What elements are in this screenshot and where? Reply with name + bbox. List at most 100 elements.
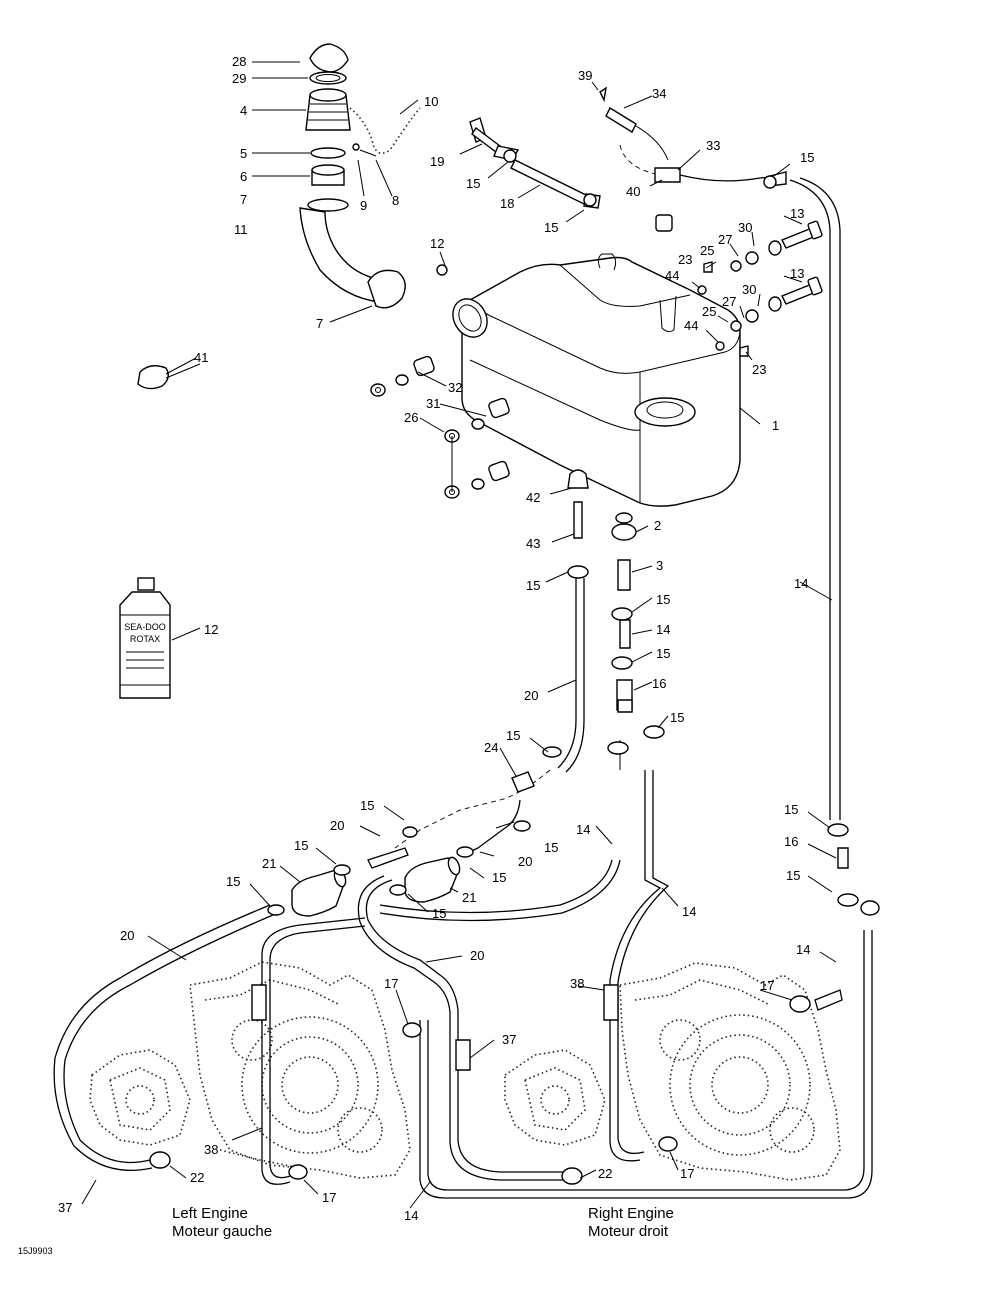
callout-c19: 19: [430, 154, 444, 169]
callout-c44b: 44: [684, 318, 698, 333]
callout-c32: 32: [448, 380, 462, 395]
callout-c15e: 15: [656, 592, 670, 607]
leader-lines: [81, 61, 837, 1209]
callout-c25a: 25: [700, 243, 714, 258]
callout-c3: 3: [656, 558, 663, 573]
callout-c17c: 17: [322, 1190, 336, 1205]
bottle-line1: SEA-DOO: [124, 622, 166, 632]
callout-c26: 26: [404, 410, 418, 425]
callout-c14a: 14: [656, 622, 670, 637]
callout-c15p: 15: [786, 868, 800, 883]
callout-c14d: 14: [682, 904, 696, 919]
callout-c39: 39: [578, 68, 592, 83]
callout-labels: 28 29 4 10 5 6 7 9 8 11 7 12 41 39 34 33…: [58, 54, 814, 1223]
callout-c5: 5: [240, 146, 247, 161]
fuel-tank: [452, 253, 741, 507]
callout-c34: 34: [652, 86, 666, 101]
callout-c2: 2: [654, 518, 661, 533]
callout-c16a: 16: [652, 676, 666, 691]
callout-c22b: 22: [598, 1166, 612, 1181]
callout-c23b: 23: [752, 362, 766, 377]
callout-c15g: 15: [670, 710, 684, 725]
callout-c21a: 21: [262, 856, 276, 871]
callout-c15f: 15: [656, 646, 670, 661]
callout-c7b: 7: [316, 316, 323, 331]
vent-fittings: [469, 86, 787, 232]
callout-c37b: 37: [58, 1200, 72, 1215]
bottle-line2: ROTAX: [130, 634, 160, 644]
tank-mount-hardware-right: [697, 220, 823, 357]
callout-c43: 43: [526, 536, 540, 551]
oil-bottle: SEA-DOO ROTAX: [119, 577, 171, 699]
callout-c12b: 12: [204, 622, 218, 637]
callout-c15k: 15: [294, 838, 308, 853]
callout-c15n: 15: [432, 906, 446, 921]
callout-c1: 1: [772, 418, 779, 433]
callout-c14e: 14: [796, 942, 810, 957]
callout-c41: 41: [194, 350, 208, 365]
callout-c15a: 15: [800, 150, 814, 165]
callout-c30b: 30: [742, 282, 756, 297]
callout-c13b: 13: [790, 266, 804, 281]
callout-c20a: 20: [524, 688, 538, 703]
callout-c20e: 20: [470, 948, 484, 963]
callout-c22a: 22: [190, 1170, 204, 1185]
tank-mount-hardware-left: [370, 355, 510, 499]
left-engine-block: [89, 961, 411, 1179]
right-engine-block: [504, 962, 841, 1181]
callout-c14f: 14: [404, 1208, 418, 1223]
callout-c14c: 14: [576, 822, 590, 837]
engine-captions: Left Engine Moteur gauche Right Engine M…: [172, 1205, 674, 1240]
callout-c17d: 17: [680, 1166, 694, 1181]
callout-c15l: 15: [492, 870, 506, 885]
callout-c15c: 15: [544, 220, 558, 235]
callout-c33: 33: [706, 138, 720, 153]
figure-reference: 15J9903: [18, 1246, 53, 1256]
callout-c24: 24: [484, 740, 498, 755]
callout-c13a: 13: [790, 206, 804, 221]
callout-c15h: 15: [506, 728, 520, 743]
right-engine-label-en: Right Engine: [588, 1205, 674, 1222]
callout-c10: 10: [424, 94, 438, 109]
callout-c44a: 44: [665, 268, 679, 283]
callout-c8: 8: [392, 193, 399, 208]
callout-c12a: 12: [430, 236, 444, 251]
callout-c38b: 38: [204, 1142, 218, 1157]
fuel-filters: [291, 771, 535, 917]
callout-c15m: 15: [226, 874, 240, 889]
callout-c21b: 21: [462, 890, 476, 905]
filler-cap-assembly: [299, 43, 421, 309]
callout-c15d: 15: [526, 578, 540, 593]
left-engine-label-fr: Moteur gauche: [172, 1223, 272, 1240]
callout-c23a: 23: [678, 252, 692, 267]
callout-c31: 31: [426, 396, 440, 411]
callout-c27a: 27: [718, 232, 732, 247]
callout-c25b: 25: [702, 304, 716, 319]
callout-c7a: 7: [240, 192, 247, 207]
callout-c15o: 15: [784, 802, 798, 817]
callout-c27b: 27: [722, 294, 736, 309]
callout-c37a: 37: [502, 1032, 516, 1047]
callout-c28: 28: [232, 54, 246, 69]
callout-c4: 4: [240, 103, 247, 118]
callout-c14b: 14: [794, 576, 808, 591]
callout-c40: 40: [626, 184, 640, 199]
callout-c15j: 15: [544, 840, 558, 855]
callout-c30a: 30: [738, 220, 752, 235]
callout-c6: 6: [240, 169, 247, 184]
callout-c16b: 16: [784, 834, 798, 849]
right-engine-label-fr: Moteur droit: [588, 1223, 669, 1240]
fuel-hoses: [53, 177, 873, 1199]
callout-c17a: 17: [384, 976, 398, 991]
callout-c11: 11: [234, 222, 248, 237]
callout-c20b: 20: [330, 818, 344, 833]
callout-c9: 9: [360, 198, 367, 213]
callout-c18: 18: [500, 196, 514, 211]
left-engine-label-en: Left Engine: [172, 1205, 248, 1222]
callout-c20c: 20: [518, 854, 532, 869]
callout-c17b: 17: [760, 978, 774, 993]
callout-c38a: 38: [570, 976, 584, 991]
callout-c42: 42: [526, 490, 540, 505]
callout-c15i: 15: [360, 798, 374, 813]
